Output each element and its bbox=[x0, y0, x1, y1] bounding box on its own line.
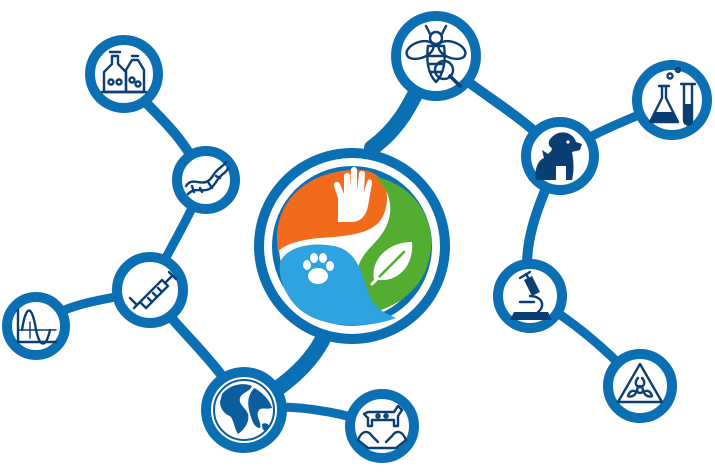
dna-icon bbox=[184, 160, 230, 196]
flask-icon bbox=[648, 66, 697, 126]
node-globe bbox=[201, 367, 287, 453]
central-hub bbox=[254, 148, 450, 344]
syringe-icon bbox=[128, 270, 178, 310]
node-bee bbox=[391, 11, 481, 101]
waveform-icon bbox=[16, 308, 58, 345]
node-factory bbox=[85, 35, 163, 113]
node-pets bbox=[521, 117, 599, 195]
node-biohazard bbox=[603, 349, 677, 423]
node-microscope bbox=[493, 259, 567, 333]
node-syringe bbox=[112, 252, 188, 328]
paw-icon bbox=[303, 253, 334, 284]
microscope-icon bbox=[510, 270, 552, 320]
dog-cat-icon bbox=[535, 132, 582, 180]
node-dna bbox=[172, 146, 240, 214]
node-flask bbox=[632, 60, 712, 140]
globe-icon bbox=[213, 379, 275, 441]
biohazard-icon bbox=[616, 362, 664, 404]
bee-magnifier-icon bbox=[405, 24, 467, 88]
hand-icon bbox=[333, 167, 373, 222]
node-waveform bbox=[2, 292, 70, 360]
livestock-hands-icon bbox=[356, 404, 408, 450]
node-livestock bbox=[345, 389, 419, 463]
leaf-icon bbox=[370, 242, 413, 286]
factory-icon bbox=[100, 50, 148, 94]
